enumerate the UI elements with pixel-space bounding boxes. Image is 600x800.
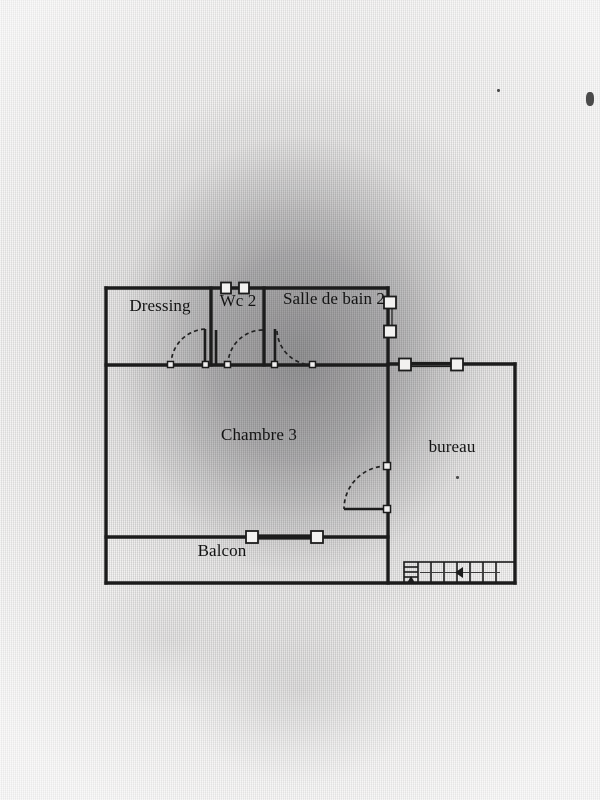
stray-mark-bureau xyxy=(456,476,459,479)
room-label-wc2: Wc 2 xyxy=(220,291,257,310)
staircase-start-marker xyxy=(407,576,415,583)
staircase-direction-arrow xyxy=(455,567,463,578)
window-wc2-jamb-right xyxy=(238,281,250,295)
door-dressing-stop xyxy=(166,360,175,369)
door-bureau-hinge xyxy=(382,461,392,471)
stray-mark-upper xyxy=(497,89,500,92)
window-wc2-jamb-left xyxy=(220,281,232,295)
room-label-bureau: bureau xyxy=(429,437,476,456)
door-bureau xyxy=(343,461,392,514)
door-wc2-hinge xyxy=(223,360,232,369)
window-bureau-jamb-left xyxy=(398,357,412,372)
door-bureau-swing-arc xyxy=(343,465,388,510)
room-label-dressing: Dressing xyxy=(129,296,191,315)
window-sdb2-jamb-top xyxy=(383,295,397,310)
staircase xyxy=(403,561,516,584)
window-balcon-jamb-right xyxy=(310,530,324,544)
window-balcon xyxy=(245,530,324,544)
door-sdb2-stop xyxy=(308,360,317,369)
window-bureau-north xyxy=(398,357,464,372)
door-wc2 xyxy=(214,329,264,369)
door-dressing-hinge xyxy=(201,360,210,369)
door-wc2-swing-arc xyxy=(227,329,264,366)
window-bureau-jamb-right xyxy=(450,357,464,372)
room-label-chambre3: Chambre 3 xyxy=(221,425,297,444)
window-balcon-jamb-left xyxy=(245,530,259,544)
room-label-balcon: Balcon xyxy=(198,541,247,560)
door-sdb2-swing-arc xyxy=(276,328,314,366)
window-sdb2-jamb-bottom xyxy=(383,324,397,339)
window-wc2-top xyxy=(220,281,250,295)
door-bureau-stop xyxy=(382,504,392,514)
door-sdb2-hinge xyxy=(270,360,279,369)
window-sdb2-east xyxy=(383,295,397,339)
door-dressing-swing-arc xyxy=(170,328,208,366)
door-dressing xyxy=(166,328,210,369)
stray-mark-top-right xyxy=(586,92,594,106)
room-label-salle-de-bain-2: Salle de bain 2 xyxy=(283,289,385,308)
door-sdb2 xyxy=(270,328,317,369)
